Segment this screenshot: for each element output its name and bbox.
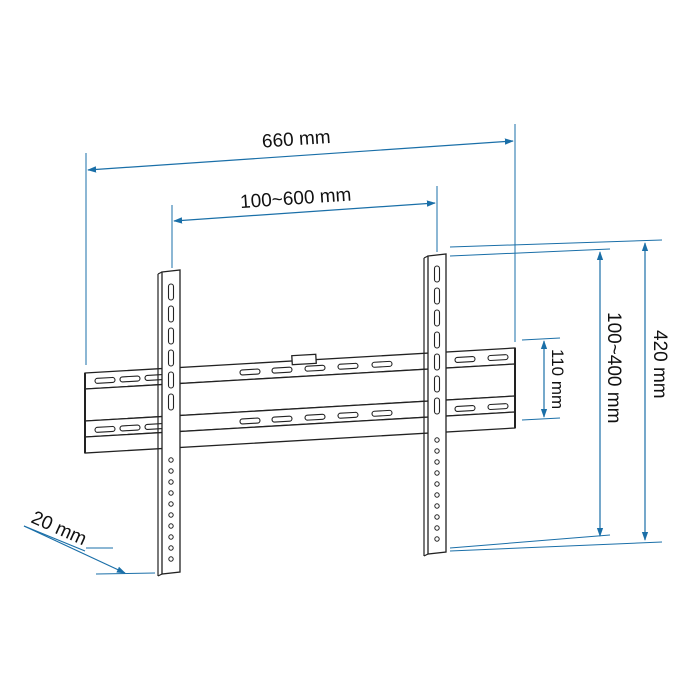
arm-hole [168,457,174,463]
dimension-depth: 20 mm [23,507,156,575]
lower-rail-slot [454,405,476,412]
arm-slot [167,349,175,367]
arm-hole [434,503,440,509]
wall-plate [84,347,516,454]
rail-spacing-label: 110 mm [548,349,567,409]
arm-hole [168,468,174,474]
dimension-vesa-horizontal: 100~600 mm [171,185,438,268]
dimension-rail-spacing: 110 mm [521,337,567,421]
center-lock-tab [291,353,317,366]
upper-rail-slot [337,362,359,370]
upper-rail-slot [487,354,509,362]
vesa-vertical-label: 100~400 mm [603,312,624,423]
arm-hole [434,470,440,476]
arm-hole [168,512,174,518]
depth-label: 20 mm [28,507,90,550]
lower-rail-slot [337,411,359,419]
lower-rail-slot [239,417,261,425]
lower-rail-slot [119,424,141,432]
upper-rail-slot [304,364,326,372]
lower-rail-slot [304,413,326,421]
arm-slot [167,371,175,389]
right-arm [423,253,447,557]
arm-hole [168,479,174,485]
arm-hole [434,459,440,465]
arm-slot [167,283,175,301]
upper-rail-slot [271,366,293,374]
upper-rail-slot [454,356,476,363]
arm-hole [168,534,174,540]
arm-slot [433,375,441,393]
arm-hole [434,492,440,498]
arm-hole [168,523,174,529]
dimension-vesa-vertical: 100~400 mm [449,248,624,549]
arm-hole [168,545,174,551]
arm-slot [433,331,441,349]
arm-hole [168,501,174,507]
arm-slot [433,397,441,415]
upper-rail-slot [239,368,261,376]
vesa-horizontal-label: 100~600 mm [239,185,352,214]
left-arm [157,269,181,577]
arm-slot [167,305,175,323]
lower-rail-slot [371,409,393,417]
arm-slot [433,287,441,305]
dimension-overall-height: 420 mm [449,239,670,552]
left-arm-holes [167,283,175,562]
arm-hole [434,525,440,531]
arm-slot [433,309,441,327]
lower-rail-slot [487,403,509,411]
arm-hole [434,448,440,454]
arm-slot [167,327,175,345]
upper-rail-slot [119,375,141,383]
arm-hole [434,514,440,520]
rail-slots [94,354,509,433]
arm-hole [168,490,174,496]
overall-width-label: 660 mm [261,127,331,153]
overall-height-label: 420 mm [649,330,670,399]
lower-rail-slot [271,415,293,423]
arm-hole [434,481,440,487]
right-arm-holes [433,265,441,542]
arm-slot [433,353,441,371]
upper-rail-slot [371,360,393,368]
arm-slot [167,393,175,411]
arm-hole [434,536,440,542]
upper-rail-slot [94,376,116,384]
arm-hole [434,437,440,443]
lower-rail-slot [94,425,116,433]
dimension-overall-width: 660 mm [85,124,516,365]
arm-slot [433,265,441,283]
arm-hole [168,556,174,562]
